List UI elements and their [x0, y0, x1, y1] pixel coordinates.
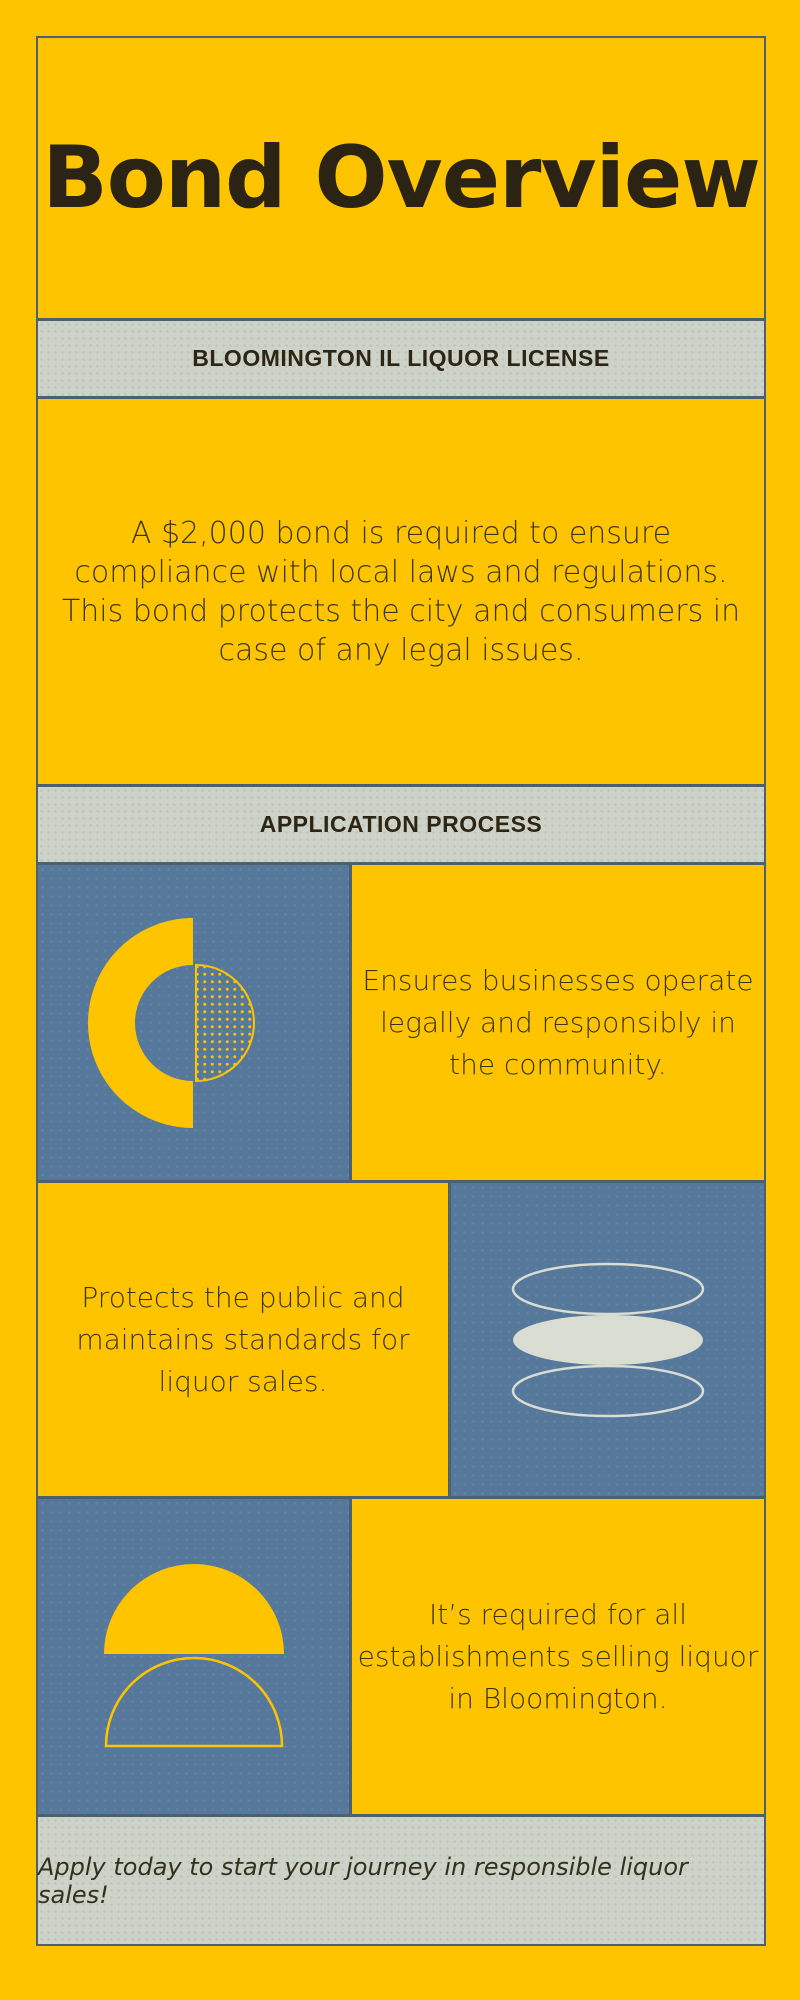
title-section: Bond Overview — [38, 38, 764, 318]
double-dome-icon-panel — [38, 1499, 352, 1814]
half-moon-icon — [88, 917, 255, 1128]
row-protects: Protects the public and maintains standa… — [38, 1180, 764, 1496]
intro-line: A $2,000 bond is required to ensure — [130, 515, 672, 551]
text-line: Protects the public and — [81, 1280, 405, 1314]
stacked-ellipses-icon-panel — [451, 1183, 764, 1496]
footer-note: Apply today to start your journey in res… — [38, 1852, 688, 1909]
infographic-frame: Bond Overview BLOOMINGTON IL LIQUOR LICE… — [36, 36, 766, 1946]
license-header-strip: BLOOMINGTON IL LIQUOR LICENSE — [38, 318, 764, 396]
double-dome-icon — [103, 1564, 284, 1748]
required-text-panel: It’s required for all establishments sel… — [352, 1499, 764, 1814]
half-moon-icon-panel — [38, 865, 352, 1180]
text-line: Ensures businesses operate — [362, 963, 754, 997]
intro-line: case of any legal issues. — [218, 632, 584, 668]
process-header-label: APPLICATION PROCESS — [259, 811, 543, 837]
ensures-text-panel: Ensures businesses operate legally and r… — [352, 865, 764, 1180]
required-text: It’s required for all establishments sel… — [358, 1594, 759, 1720]
text-line: in Bloomington. — [448, 1681, 668, 1715]
intro-line: compliance with local laws and regulatio… — [74, 554, 728, 590]
text-line: maintains standards for — [76, 1322, 410, 1356]
protects-text: Protects the public and maintains standa… — [76, 1277, 409, 1403]
stacked-ellipses-icon — [511, 1262, 704, 1417]
intro-paragraph: A $2,000 bond is required to ensure comp… — [62, 514, 740, 670]
text-line: establishments selling liquor — [357, 1639, 759, 1673]
intro-line: This bond protects the city and consumer… — [61, 593, 741, 629]
text-line: legally and responsibly in — [380, 1005, 736, 1039]
text-line: the community. — [449, 1047, 667, 1081]
text-line: liquor sales. — [158, 1364, 328, 1398]
row-ensures: Ensures businesses operate legally and r… — [38, 862, 764, 1180]
footer-section: Apply today to start your journey in res… — [38, 1814, 764, 1944]
page-title: Bond Overview — [42, 128, 761, 228]
license-header-label: BLOOMINGTON IL LIQUOR LICENSE — [192, 345, 610, 371]
text-line: It’s required for all — [429, 1597, 687, 1631]
process-header-strip: APPLICATION PROCESS — [38, 784, 764, 862]
row-required: It’s required for all establishments sel… — [38, 1496, 764, 1814]
intro-section: A $2,000 bond is required to ensure comp… — [38, 396, 764, 784]
ensures-text: Ensures businesses operate legally and r… — [362, 960, 753, 1086]
protects-text-panel: Protects the public and maintains standa… — [38, 1183, 451, 1496]
